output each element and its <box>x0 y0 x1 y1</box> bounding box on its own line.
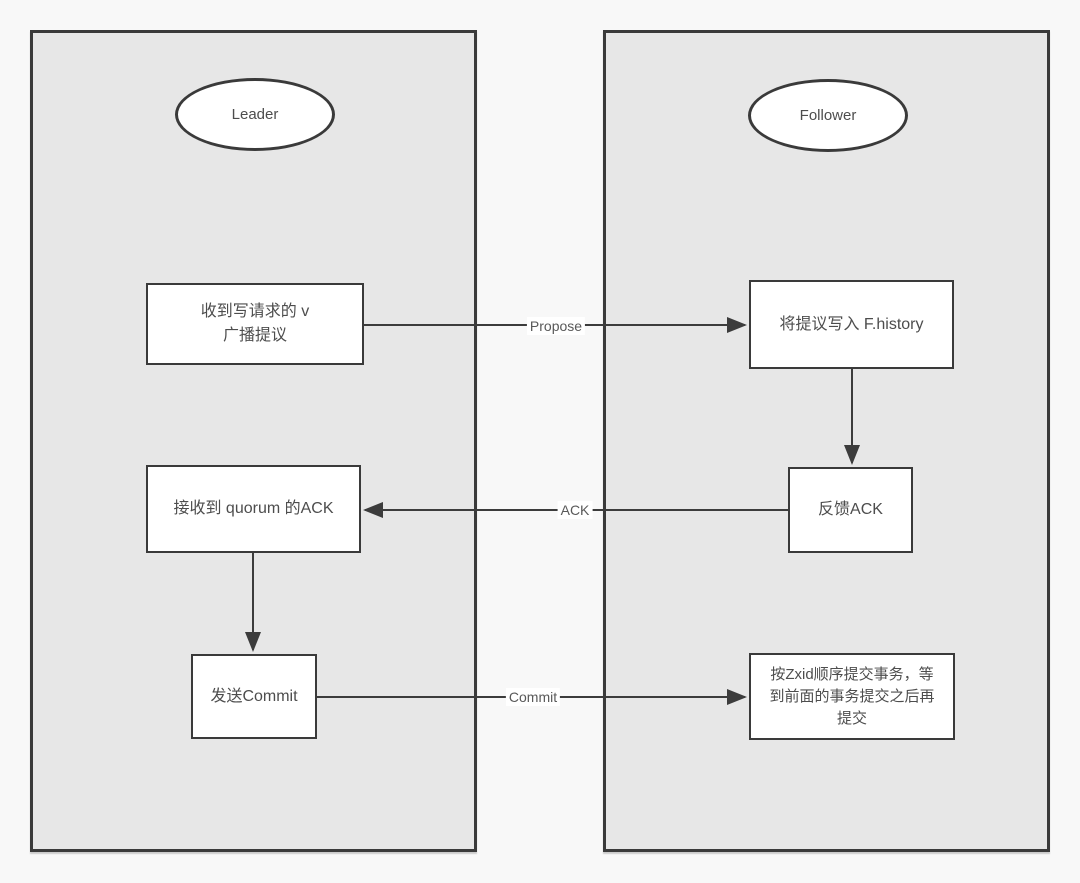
node-receive-quorum-ack-text: 接收到 quorum 的ACK <box>173 500 334 517</box>
node-receive-quorum-ack: 接收到 quorum 的ACK <box>146 465 361 553</box>
node-commit-by-zxid-line1: 按Zxid顺序提交事务，等 <box>770 665 934 683</box>
node-commit-by-zxid: 按Zxid顺序提交事务，等 到前面的事务提交之后再 提交 <box>749 653 955 740</box>
node-feedback-ack-text: 反馈ACK <box>818 501 883 518</box>
leader-ellipse: Leader <box>175 78 335 151</box>
node-commit-by-zxid-line2: 到前面的事务提交之后再 <box>769 687 935 705</box>
edge-label-propose: Propose <box>526 317 586 335</box>
edge-label-commit: Commit <box>505 688 561 706</box>
node-feedback-ack: 反馈ACK <box>788 467 913 553</box>
node-send-commit: 发送Commit <box>191 654 317 739</box>
node-write-history: 将提议写入 F.history <box>749 280 954 369</box>
follower-ellipse: Follower <box>748 79 908 152</box>
edge-label-ack: ACK <box>557 501 593 519</box>
node-receive-write-request: 收到写请求的 v 广播提议 <box>146 283 364 365</box>
node-write-history-text: 将提议写入 F.history <box>779 315 924 333</box>
node-receive-write-request-line2: 广播提议 <box>222 327 287 344</box>
follower-label: Follower <box>799 107 857 124</box>
leader-label: Leader <box>231 106 279 123</box>
node-send-commit-text: 发送Commit <box>210 687 298 705</box>
node-receive-write-request-line1: 收到写请求的 v <box>200 303 310 320</box>
node-commit-by-zxid-line3: 提交 <box>836 709 867 727</box>
